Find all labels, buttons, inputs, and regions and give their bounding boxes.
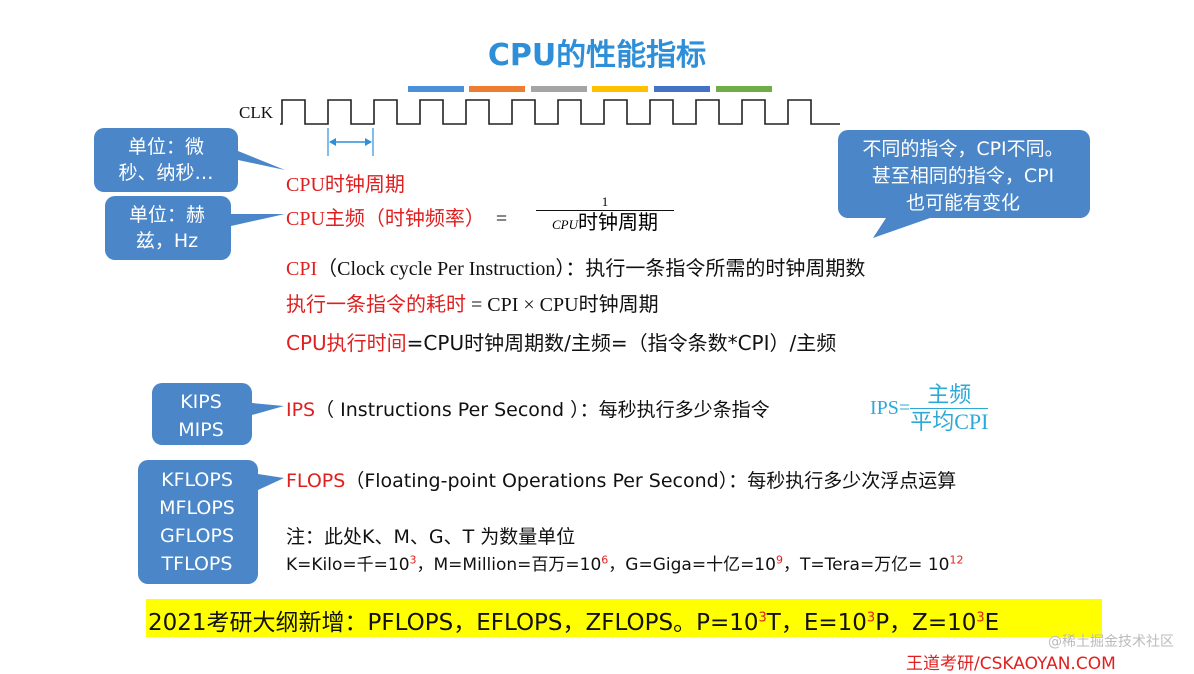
clock-period-line: CPU时钟周期 [286,174,405,196]
exec-time-line: 执行一条指令的耗时 = CPI × CPU时钟周期 [286,294,659,316]
clk-label: CLK [239,103,273,122]
frequency-fraction: 1 CPU时钟周期 [536,194,674,237]
callout-freq-unit: 单位：赫 兹，Hz [128,204,205,252]
callout-cpi-note: 不同的指令，CPI不同。 甚至相同的指令，CPI 也可能有变化 [862,138,1064,214]
period-bar-2 [469,86,525,92]
callout-ips-units: KIPS MIPS [178,391,224,441]
units-note: 注：此处K、M、G、T 为数量单位 [286,526,576,548]
frequency-line: CPU主频（时钟频率） = [286,208,508,230]
period-bar-1 [408,86,464,92]
callout-period-unit: 单位：微 秒、纳秒… [118,136,214,184]
site-watermark: @稀土掘金技术社区 [1048,634,1174,650]
page-title: CPU的性能指标 [487,38,707,73]
period-arrow [327,128,374,156]
period-bar-6 [716,86,772,92]
period-bar-5 [654,86,710,92]
flops-line: FLOPS（Floating-point Operations Per Seco… [286,470,957,492]
syllabus-banner [146,599,1102,637]
ips-formula: IPS= 主频 平均CPI [870,382,989,434]
ips-line: IPS（ Instructions Per Second ）：每秒执行多少条指令 [286,399,770,421]
cpi-line: CPI（Clock cycle Per Instruction）：执行一条指令所… [286,258,866,280]
period-bar-4 [592,86,648,92]
units-definition: K=Kilo=千=103，M=Million=百万=106，G=Giga=十亿=… [286,553,964,575]
brand-watermark: 王道考研/CSKAOYAN.COM [906,654,1116,674]
period-bar-3 [531,86,587,92]
clock-waveform [280,99,840,125]
callout-flops-units: KFLOPS MFLOPS GFLOPS TFLOPS [159,469,235,575]
syllabus-banner-text: 2021考研大纲新增：PFLOPS，EFLOPS，ZFLOPS。P=103T，E… [148,610,1000,636]
cpu-time-line: CPU执行时间=CPU时钟周期数/主频=（指令条数*CPI）/主频 [286,331,837,355]
